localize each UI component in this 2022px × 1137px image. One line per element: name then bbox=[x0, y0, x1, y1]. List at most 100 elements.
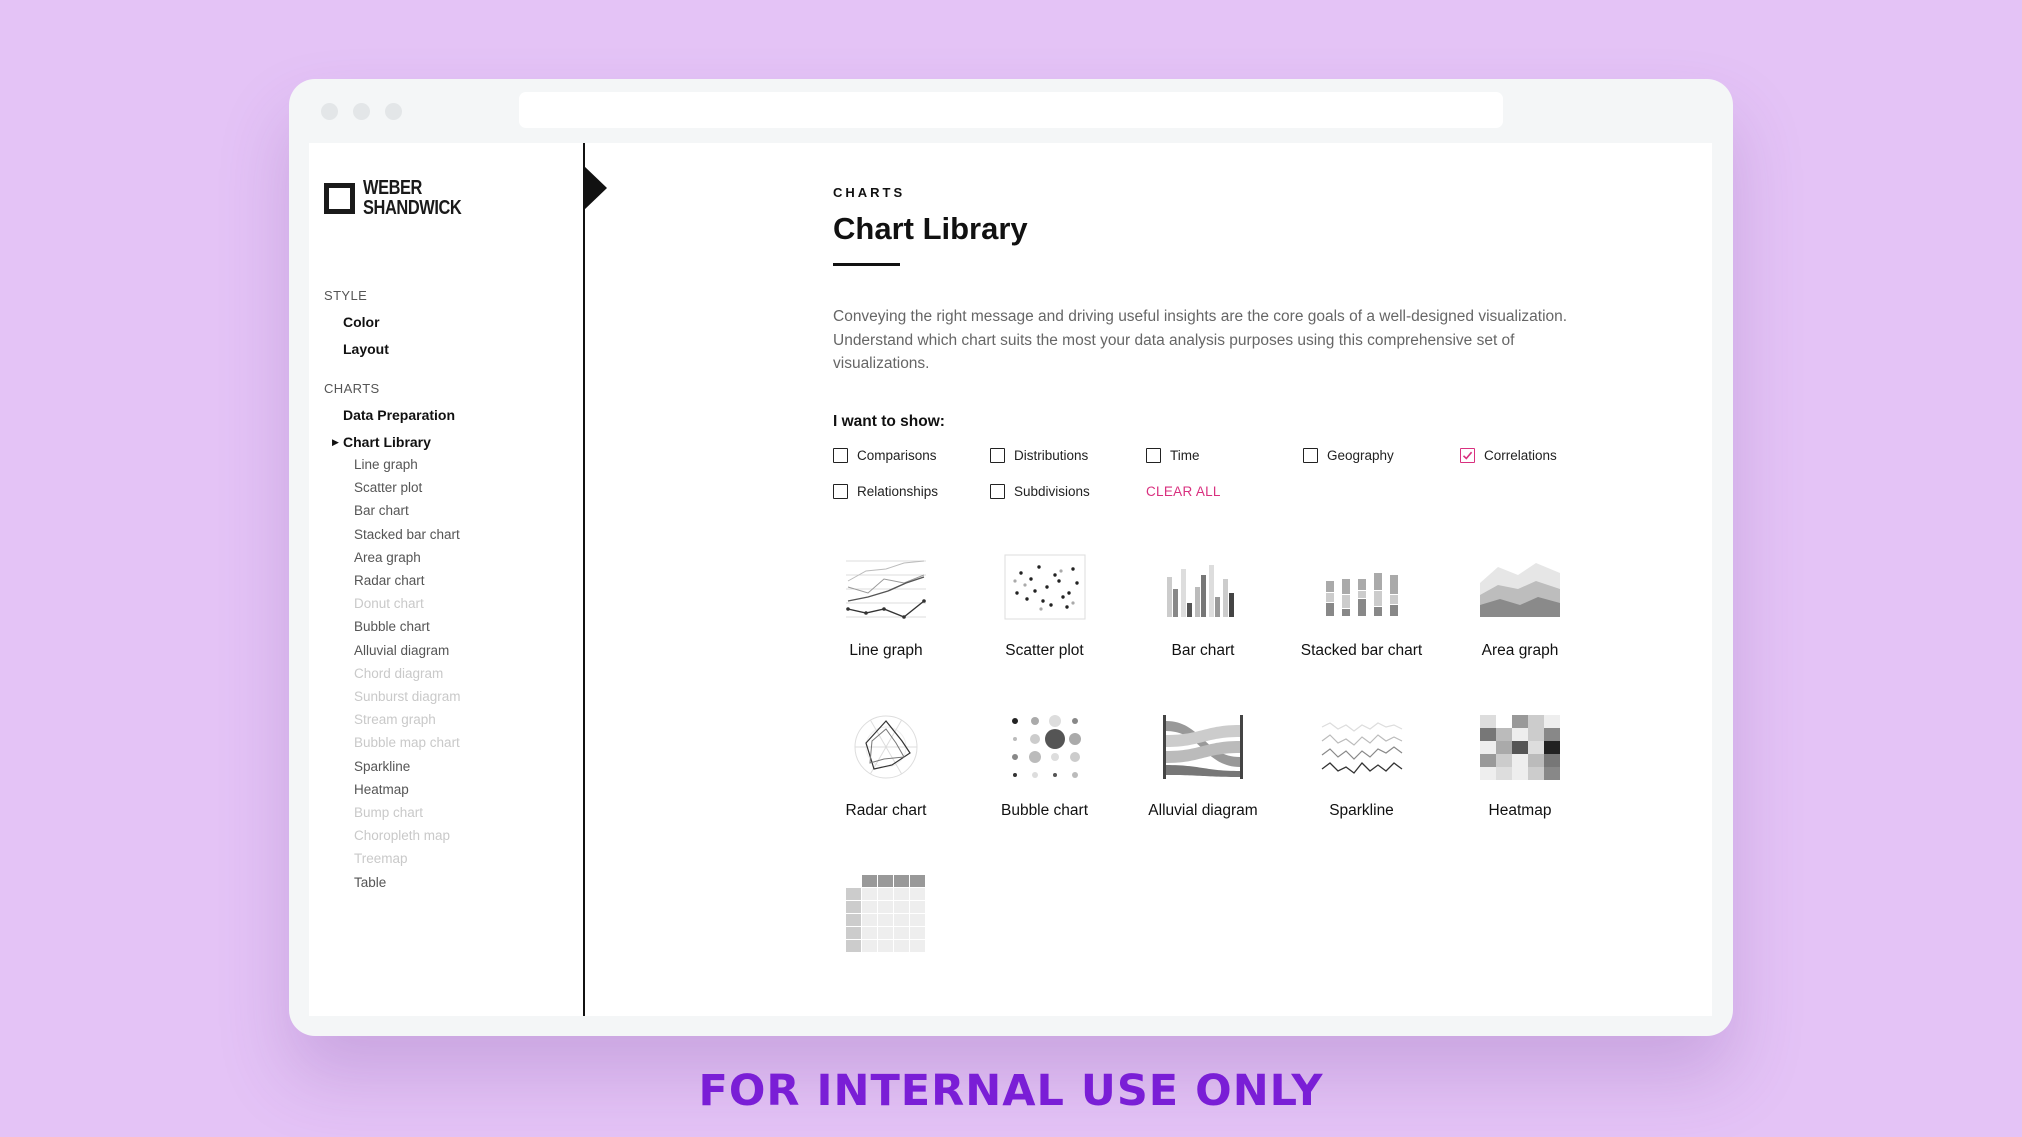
alluvial-diagram-icon bbox=[1123, 713, 1283, 781]
chart-card-scatter-plot[interactable]: Scatter plot bbox=[965, 553, 1125, 660]
sidebar-item-heatmap[interactable]: Heatmap bbox=[354, 781, 409, 797]
chart-card-alluvial-diagram[interactable]: Alluvial diagram bbox=[1123, 713, 1283, 820]
sidebar-item-layout[interactable]: Layout bbox=[343, 341, 389, 357]
page-title: Chart Library bbox=[833, 211, 1028, 246]
sidebar-item-stream-graph: Stream graph bbox=[354, 712, 436, 728]
area-graph-icon bbox=[1440, 553, 1600, 621]
filter-label: Comparisons bbox=[857, 448, 937, 463]
radar-chart-icon bbox=[806, 713, 966, 781]
scatter-plot-icon bbox=[965, 553, 1125, 621]
sidebar-item-table[interactable]: Table bbox=[354, 874, 387, 890]
internal-use-banner: FOR INTERNAL USE ONLY bbox=[698, 1066, 1324, 1116]
browser-window: WEBER SHANDWICK STYLE Color Layout CHART… bbox=[289, 79, 1733, 1036]
sidebar-item-scatter-plot[interactable]: Scatter plot bbox=[354, 480, 423, 496]
checkbox-icon[interactable] bbox=[990, 484, 1005, 499]
filter-geography[interactable]: Geography bbox=[1303, 448, 1394, 463]
title-underline bbox=[833, 263, 900, 266]
address-bar[interactable] bbox=[519, 92, 1503, 128]
table-icon bbox=[806, 873, 966, 953]
page-viewport: WEBER SHANDWICK STYLE Color Layout CHART… bbox=[309, 143, 1712, 1016]
filter-label: Correlations bbox=[1484, 448, 1557, 463]
active-caret-icon: ▶ bbox=[332, 437, 339, 447]
heatmap-icon bbox=[1440, 713, 1600, 781]
checkbox-icon[interactable] bbox=[833, 484, 848, 499]
chart-card-bubble-chart[interactable]: Bubble chart bbox=[965, 713, 1125, 820]
line-graph-icon bbox=[806, 553, 966, 621]
bubble-chart-icon bbox=[965, 713, 1125, 781]
section-eyebrow: CHARTS bbox=[833, 185, 906, 200]
chart-card-label: Stacked bar chart bbox=[1300, 642, 1423, 659]
section-label-style: STYLE bbox=[324, 288, 368, 303]
chart-card-label: Scatter plot bbox=[1005, 642, 1084, 659]
chart-card-stacked-bar-chart[interactable]: Stacked bar chart bbox=[1282, 553, 1442, 660]
sidebar-item-sunburst-diagram: Sunburst diagram bbox=[354, 689, 461, 704]
sidebar-item-stacked-bar-chart[interactable]: Stacked bar chart bbox=[354, 526, 460, 542]
filter-correlations[interactable]: Correlations bbox=[1460, 448, 1557, 463]
main-content: CHARTS Chart Library Conveying the right… bbox=[833, 143, 1653, 1016]
filter-comparisons[interactable]: Comparisons bbox=[833, 448, 937, 463]
sidebar-item-bubble-map-chart: Bubble map chart bbox=[354, 735, 460, 751]
chart-card-label: Heatmap bbox=[1488, 802, 1552, 819]
sidebar-item-radar-chart[interactable]: Radar chart bbox=[354, 573, 425, 588]
chart-card-radar-chart[interactable]: Radar chart bbox=[806, 713, 966, 820]
sidebar-item-data-preparation[interactable]: Data Preparation bbox=[343, 407, 456, 423]
weber-shandwick-logo[interactable]: WEBER SHANDWICK bbox=[324, 178, 483, 218]
chart-card-table[interactable] bbox=[806, 873, 966, 953]
chart-card-label: Sparkline bbox=[1329, 802, 1394, 819]
sidebar-item-alluvial-diagram[interactable]: Alluvial diagram bbox=[354, 642, 450, 658]
logo-line-1: WEBER bbox=[363, 177, 423, 199]
minimize-window-dot[interactable] bbox=[353, 103, 370, 120]
sidebar-item-chord-diagram: Chord diagram bbox=[354, 665, 444, 681]
chart-card-label: Bubble chart bbox=[1000, 802, 1089, 819]
filter-heading: I want to show: bbox=[833, 413, 945, 430]
filter-label: Subdivisions bbox=[1014, 484, 1090, 499]
chart-card-area-graph[interactable]: Area graph bbox=[1440, 553, 1600, 660]
filter-time[interactable]: Time bbox=[1146, 448, 1200, 463]
filter-label: Relationships bbox=[857, 484, 939, 499]
chart-card-sparkline[interactable]: Sparkline bbox=[1282, 713, 1442, 820]
sidebar-item-sparkline[interactable]: Sparkline bbox=[354, 758, 411, 774]
sidebar-item-treemap: Treemap bbox=[354, 851, 408, 867]
section-label-charts: CHARTS bbox=[324, 381, 380, 396]
filter-label: Geography bbox=[1327, 448, 1394, 463]
logo-line-2: SHANDWICK bbox=[363, 197, 462, 219]
chart-card-line-graph[interactable]: Line graph bbox=[806, 553, 966, 660]
sidebar-item-bubble-chart[interactable]: Bubble chart bbox=[354, 619, 430, 635]
chart-card-bar-chart[interactable]: Bar chart bbox=[1123, 553, 1283, 660]
filter-label: Time bbox=[1170, 448, 1200, 463]
sparkline-icon bbox=[1282, 713, 1442, 781]
filter-relationships[interactable]: Relationships bbox=[833, 484, 938, 499]
checkbox-checked-icon[interactable] bbox=[1460, 448, 1475, 463]
sidebar-item-chart-library[interactable]: Chart Library bbox=[343, 434, 431, 450]
active-section-pointer-icon bbox=[583, 165, 607, 211]
sidebar-item-donut-chart: Donut chart bbox=[354, 596, 424, 612]
sidebar-item-bump-chart: Bump chart bbox=[354, 805, 424, 820]
sidebar: WEBER SHANDWICK STYLE Color Layout CHART… bbox=[309, 143, 585, 1016]
sidebar-item-area-graph[interactable]: Area graph bbox=[354, 549, 421, 565]
checkbox-icon[interactable] bbox=[1146, 448, 1161, 463]
sidebar-item-bar-chart[interactable]: Bar chart bbox=[354, 503, 409, 519]
close-window-dot[interactable] bbox=[321, 103, 338, 120]
filter-distributions[interactable]: Distributions bbox=[990, 448, 1088, 463]
checkbox-icon[interactable] bbox=[990, 448, 1005, 463]
checkbox-icon[interactable] bbox=[833, 448, 848, 463]
clear-all-button[interactable]: CLEAR ALL bbox=[1146, 484, 1221, 499]
chart-card-heatmap[interactable]: Heatmap bbox=[1440, 713, 1600, 820]
chart-card-label: Area graph bbox=[1481, 642, 1559, 659]
chart-card-label: Alluvial diagram bbox=[1148, 802, 1258, 819]
window-controls bbox=[321, 103, 402, 120]
stacked-bar-chart-icon bbox=[1282, 553, 1442, 621]
chart-card-label: Radar chart bbox=[845, 802, 927, 819]
chart-card-label: Line graph bbox=[849, 642, 923, 659]
filter-subdivisions[interactable]: Subdivisions bbox=[990, 484, 1090, 499]
filter-label: Distributions bbox=[1014, 448, 1089, 463]
sidebar-item-color[interactable]: Color bbox=[343, 314, 380, 330]
page-description: Conveying the right message and driving … bbox=[833, 308, 1568, 372]
logo-mark-icon bbox=[324, 182, 355, 214]
checkbox-icon[interactable] bbox=[1303, 448, 1318, 463]
sidebar-item-choropleth-map: Choropleth map bbox=[354, 828, 451, 844]
maximize-window-dot[interactable] bbox=[385, 103, 402, 120]
bar-chart-icon bbox=[1123, 553, 1283, 621]
chart-card-label: Bar chart bbox=[1171, 642, 1235, 659]
sidebar-item-line-graph[interactable]: Line graph bbox=[354, 457, 418, 472]
